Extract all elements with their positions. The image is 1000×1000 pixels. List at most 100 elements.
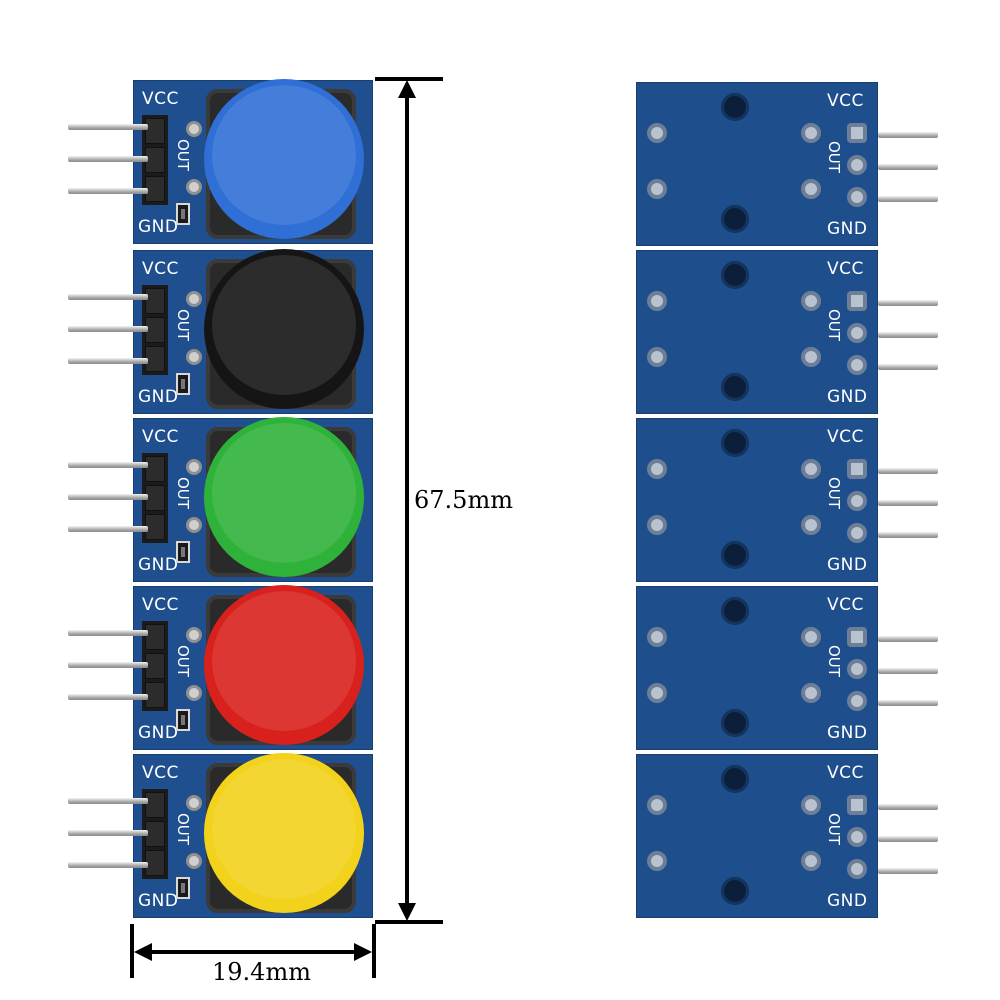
switch-leg: [186, 179, 202, 195]
header-pad: [847, 659, 867, 679]
out-label: OUT: [174, 477, 192, 509]
arrow-left-icon: [134, 943, 152, 961]
height-dimension-bottom-tick: [375, 920, 443, 924]
header-pin: [68, 662, 148, 668]
button-cap-green[interactable]: [204, 417, 364, 577]
arrow-right-icon: [354, 943, 372, 961]
header-pad: [847, 795, 867, 815]
vcc-label: VCC: [827, 427, 864, 447]
gnd-label: GND: [827, 387, 868, 407]
header-pad: [847, 523, 867, 543]
mounting-hole: [721, 205, 749, 233]
mounting-hole: [721, 877, 749, 905]
switch-leg: [186, 517, 202, 533]
solder-pad: [647, 459, 667, 479]
solder-pad: [647, 683, 667, 703]
gnd-label: GND: [138, 723, 179, 743]
button-cap-black[interactable]: [204, 249, 364, 409]
solder-pad: [801, 291, 821, 311]
vcc-label: VCC: [827, 259, 864, 279]
header-pad: [847, 155, 867, 175]
back-module-4: VCC GND OUT: [636, 586, 878, 750]
solder-pad: [801, 683, 821, 703]
out-label: OUT: [174, 645, 192, 677]
out-label: OUT: [825, 645, 843, 677]
header-pin: [878, 636, 938, 642]
height-dimension-label: 67.5mm: [414, 486, 513, 514]
header-pad: [847, 691, 867, 711]
front-module-green: VCC GND OUT: [133, 417, 373, 582]
solder-pad: [647, 515, 667, 535]
mounting-hole: [721, 373, 749, 401]
vcc-label: VCC: [142, 259, 179, 279]
header-pin: [878, 468, 938, 474]
gnd-label: GND: [138, 891, 179, 911]
vcc-label: VCC: [142, 763, 179, 783]
mounting-hole: [721, 93, 749, 121]
gnd-label: GND: [138, 555, 179, 575]
vcc-label: VCC: [142, 595, 179, 615]
header-pin: [878, 364, 938, 370]
gnd-label: GND: [827, 723, 868, 743]
solder-pad: [801, 795, 821, 815]
width-dimension-line: [148, 950, 356, 954]
switch-leg: [186, 291, 202, 307]
switch-leg: [186, 853, 202, 869]
solder-pad: [801, 179, 821, 199]
vcc-label: VCC: [142, 89, 179, 109]
switch-leg: [186, 459, 202, 475]
out-label: OUT: [825, 813, 843, 845]
vcc-label: VCC: [827, 595, 864, 615]
header-pad: [847, 323, 867, 343]
width-dimension-right-tick: [372, 924, 376, 978]
button-cap-blue[interactable]: [204, 79, 364, 239]
vcc-label: VCC: [827, 763, 864, 783]
solder-pad: [647, 123, 667, 143]
header-pin: [878, 836, 938, 842]
out-label: OUT: [825, 477, 843, 509]
header-pin: [68, 358, 148, 364]
solder-pad: [647, 179, 667, 199]
solder-pad: [801, 851, 821, 871]
resistor: [176, 373, 190, 395]
arrow-up-icon: [398, 80, 416, 98]
header-pad: [847, 355, 867, 375]
resistor: [176, 709, 190, 731]
front-module-blue: VCC GND OUT: [133, 79, 373, 244]
header-pin: [878, 196, 938, 202]
header-pin: [68, 694, 148, 700]
header-pin: [68, 188, 148, 194]
switch-leg: [186, 121, 202, 137]
mounting-hole: [721, 709, 749, 737]
header-pin: [878, 132, 938, 138]
button-cap-red[interactable]: [204, 585, 364, 745]
solder-pad: [647, 851, 667, 871]
solder-pad: [647, 627, 667, 647]
header-pin: [68, 862, 148, 868]
height-dimension-top-tick: [375, 77, 443, 81]
header-pin: [68, 124, 148, 130]
solder-pad: [801, 347, 821, 367]
back-module-1: VCC GND OUT: [636, 82, 878, 246]
button-cap-yellow[interactable]: [204, 753, 364, 913]
pin-header: [142, 621, 168, 711]
header-pin: [878, 668, 938, 674]
mounting-hole: [721, 597, 749, 625]
header-pad: [847, 459, 867, 479]
solder-pad: [801, 515, 821, 535]
switch-leg: [186, 627, 202, 643]
header-pin: [878, 804, 938, 810]
header-pin: [68, 462, 148, 468]
solder-pad: [801, 627, 821, 647]
out-label: OUT: [174, 309, 192, 341]
mounting-hole: [721, 429, 749, 457]
header-pin: [68, 294, 148, 300]
solder-pad: [647, 347, 667, 367]
header-pin: [878, 532, 938, 538]
back-module-5: VCC GND OUT: [636, 754, 878, 918]
vcc-label: VCC: [142, 427, 179, 447]
switch-leg: [186, 349, 202, 365]
front-module-red: VCC GND OUT: [133, 585, 373, 750]
header-pin: [878, 868, 938, 874]
width-dimension-label: 19.4mm: [212, 958, 311, 986]
